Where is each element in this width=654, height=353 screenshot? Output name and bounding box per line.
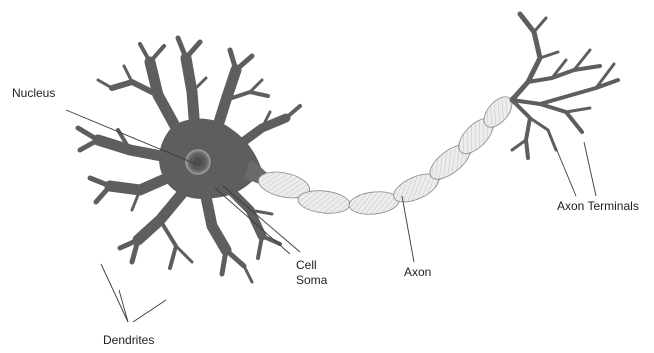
myelin-segment <box>348 189 400 216</box>
label-dendrites: Dendrites <box>103 333 154 347</box>
label-soma: Soma <box>296 273 328 287</box>
cell-body <box>159 119 262 199</box>
label-axon-terminals: Axon Terminals <box>557 199 639 213</box>
label-cell: Cell <box>296 258 317 272</box>
leader-lines <box>66 110 596 322</box>
axon-terminal-branches <box>512 14 618 158</box>
label-axon: Axon <box>404 265 431 279</box>
label-nucleus: Nucleus <box>12 86 55 100</box>
myelin-segment <box>297 188 351 215</box>
